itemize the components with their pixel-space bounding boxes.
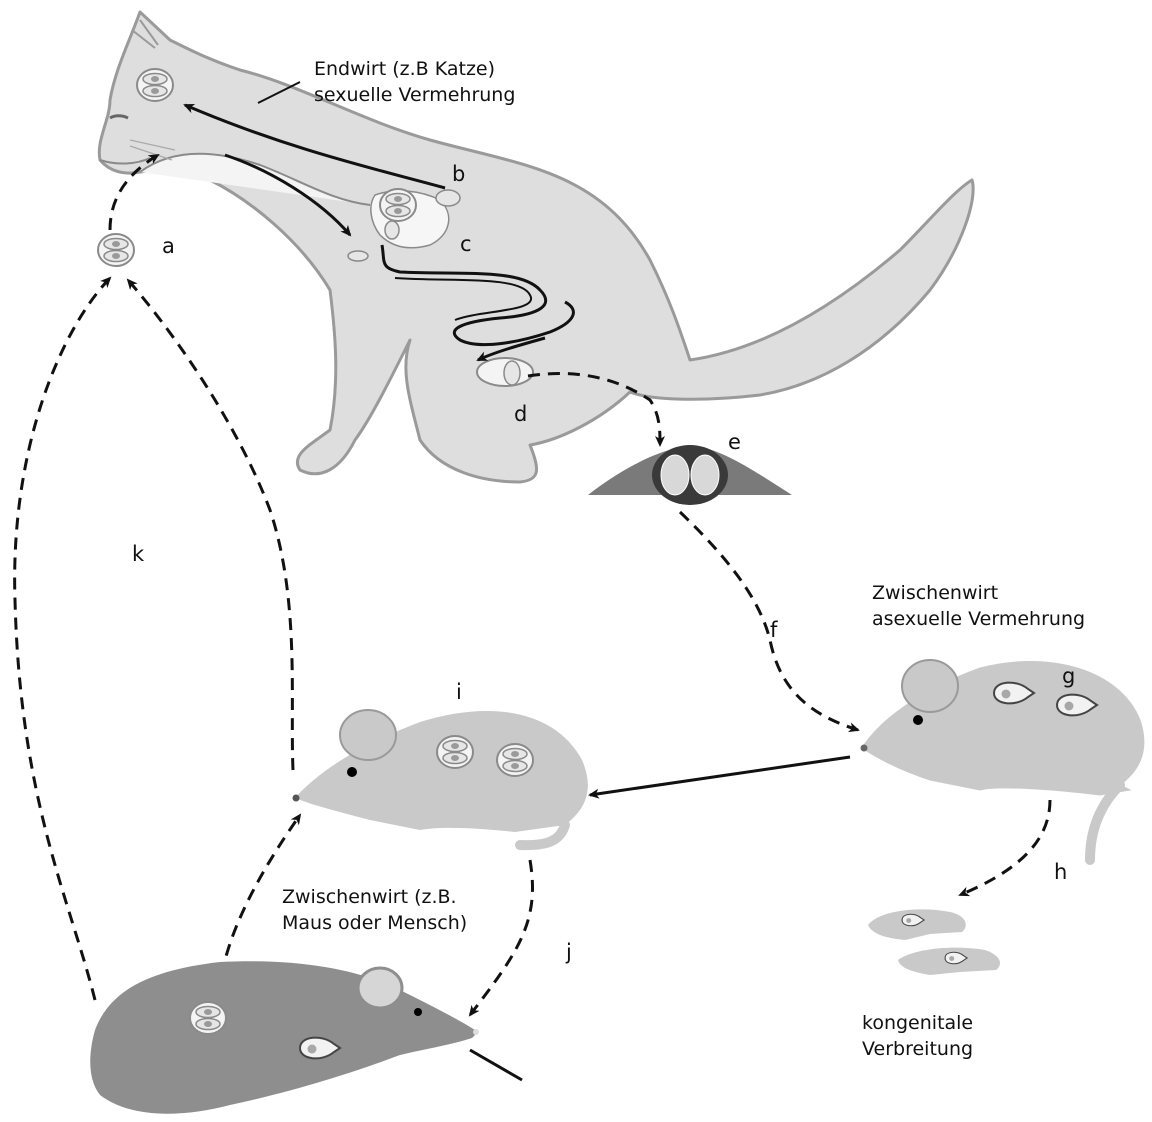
letter-c: c [460, 232, 472, 256]
cat-silhouette [99, 12, 973, 482]
cat-zoite-b [436, 190, 460, 206]
zwischenwirt-label-line2: asexuelle Vermehrung [872, 606, 1085, 632]
endwirt-label-line1: Endwirt (z.B Katze) [314, 56, 495, 82]
cat-zoite-c [385, 221, 399, 239]
kongenital-label-line2: Verbreitung [862, 1036, 973, 1062]
letter-j: j [566, 940, 572, 964]
mouse-i [293, 710, 588, 845]
free-cyst-a [98, 234, 134, 266]
cat-head-cyst [137, 69, 173, 101]
zwischenwirt2-label-line1: Zwischenwirt (z.B. [282, 884, 457, 910]
arrow-mouse-g-to-i [590, 757, 850, 795]
cat-gut-cyst [380, 189, 416, 221]
congenital-pups [868, 909, 1000, 975]
zwischenwirt2-label-line2: Maus oder Mensch) [282, 910, 467, 936]
zwischenwirt-label-line1: Zwischenwirt [872, 580, 998, 606]
letter-g: g [1062, 664, 1075, 688]
letter-d: d [514, 402, 527, 426]
letter-i: i [456, 680, 462, 704]
mouse-g [861, 660, 1144, 860]
cat-oocyst-d [504, 361, 520, 385]
endwirt-label-line2: sexuelle Vermehrung [314, 82, 515, 108]
letter-a: a [162, 234, 175, 258]
letter-f: f [770, 618, 777, 642]
letter-b: b [452, 162, 465, 186]
letter-h: h [1054, 860, 1067, 884]
letter-k: k [132, 542, 144, 566]
letter-e: e [728, 430, 741, 454]
cat-zoite-small [348, 251, 368, 261]
dark-rat [90, 961, 522, 1114]
oocyst-e [588, 445, 792, 505]
kongenital-label-line1: kongenitale [862, 1010, 973, 1036]
